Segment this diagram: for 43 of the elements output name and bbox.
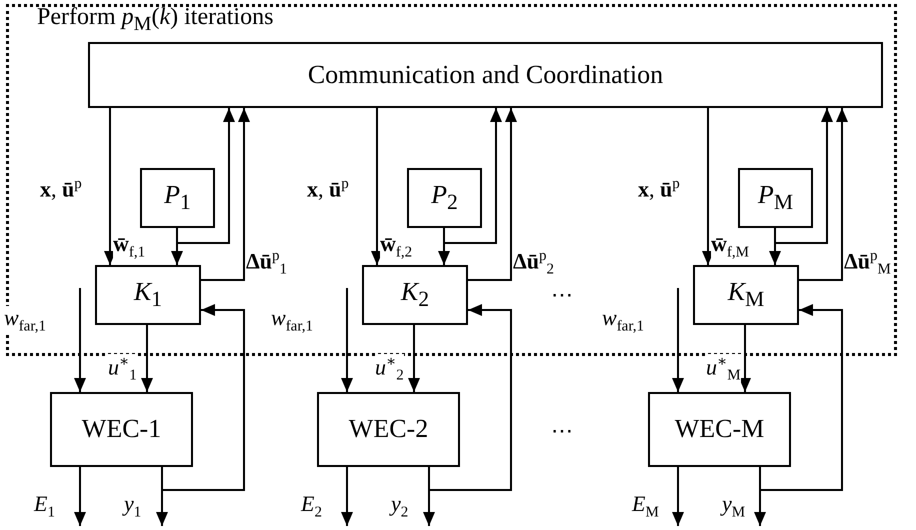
ellipsis: ⋯ <box>551 284 573 306</box>
arrow <box>739 325 751 392</box>
arrow <box>799 108 848 281</box>
arrow <box>468 108 517 281</box>
arrow <box>74 467 86 526</box>
arrow <box>161 304 245 491</box>
arrow <box>176 108 235 244</box>
arrow <box>408 325 420 392</box>
region-title: Perform p$_{M}$(k) iterations <box>37 3 274 36</box>
arrow <box>341 467 353 526</box>
process-box <box>140 168 215 228</box>
box-label: WEC-1 <box>82 415 162 444</box>
box-label: K$_{2}$ <box>400 278 430 312</box>
arrow <box>341 288 353 392</box>
box-label: P$_{1}$ <box>164 180 191 215</box>
controller-box <box>95 265 201 325</box>
arrow <box>759 304 843 491</box>
controller-box <box>693 265 799 325</box>
box-label: K$_{M}$ <box>728 278 764 312</box>
arrow <box>774 108 833 244</box>
box-label: K$_{1}$ <box>134 278 162 312</box>
arrow <box>141 325 153 392</box>
arrow <box>672 467 684 526</box>
process-box <box>738 168 813 228</box>
iteration-region <box>6 4 897 356</box>
box-label: P$_{2}$ <box>431 180 458 215</box>
arrow <box>672 288 684 392</box>
box-label: Communication and Coordination <box>308 60 664 90</box>
process-box <box>407 168 482 228</box>
plant-box <box>648 392 791 467</box>
arrow <box>201 108 250 281</box>
process-box <box>88 42 883 108</box>
box-label: WEC-2 <box>348 415 428 444</box>
arrow <box>428 304 512 491</box>
box-label: WEC-M <box>674 415 764 444</box>
box-label: P$_{M}$ <box>758 180 794 215</box>
edge-label: w$_{far,1}$ <box>4 306 46 335</box>
controller-box <box>362 265 468 325</box>
arrow <box>443 108 502 244</box>
arrow <box>74 288 86 392</box>
ellipsis: ⋯ <box>551 420 573 442</box>
plant-box <box>50 392 193 467</box>
plant-box <box>317 392 460 467</box>
